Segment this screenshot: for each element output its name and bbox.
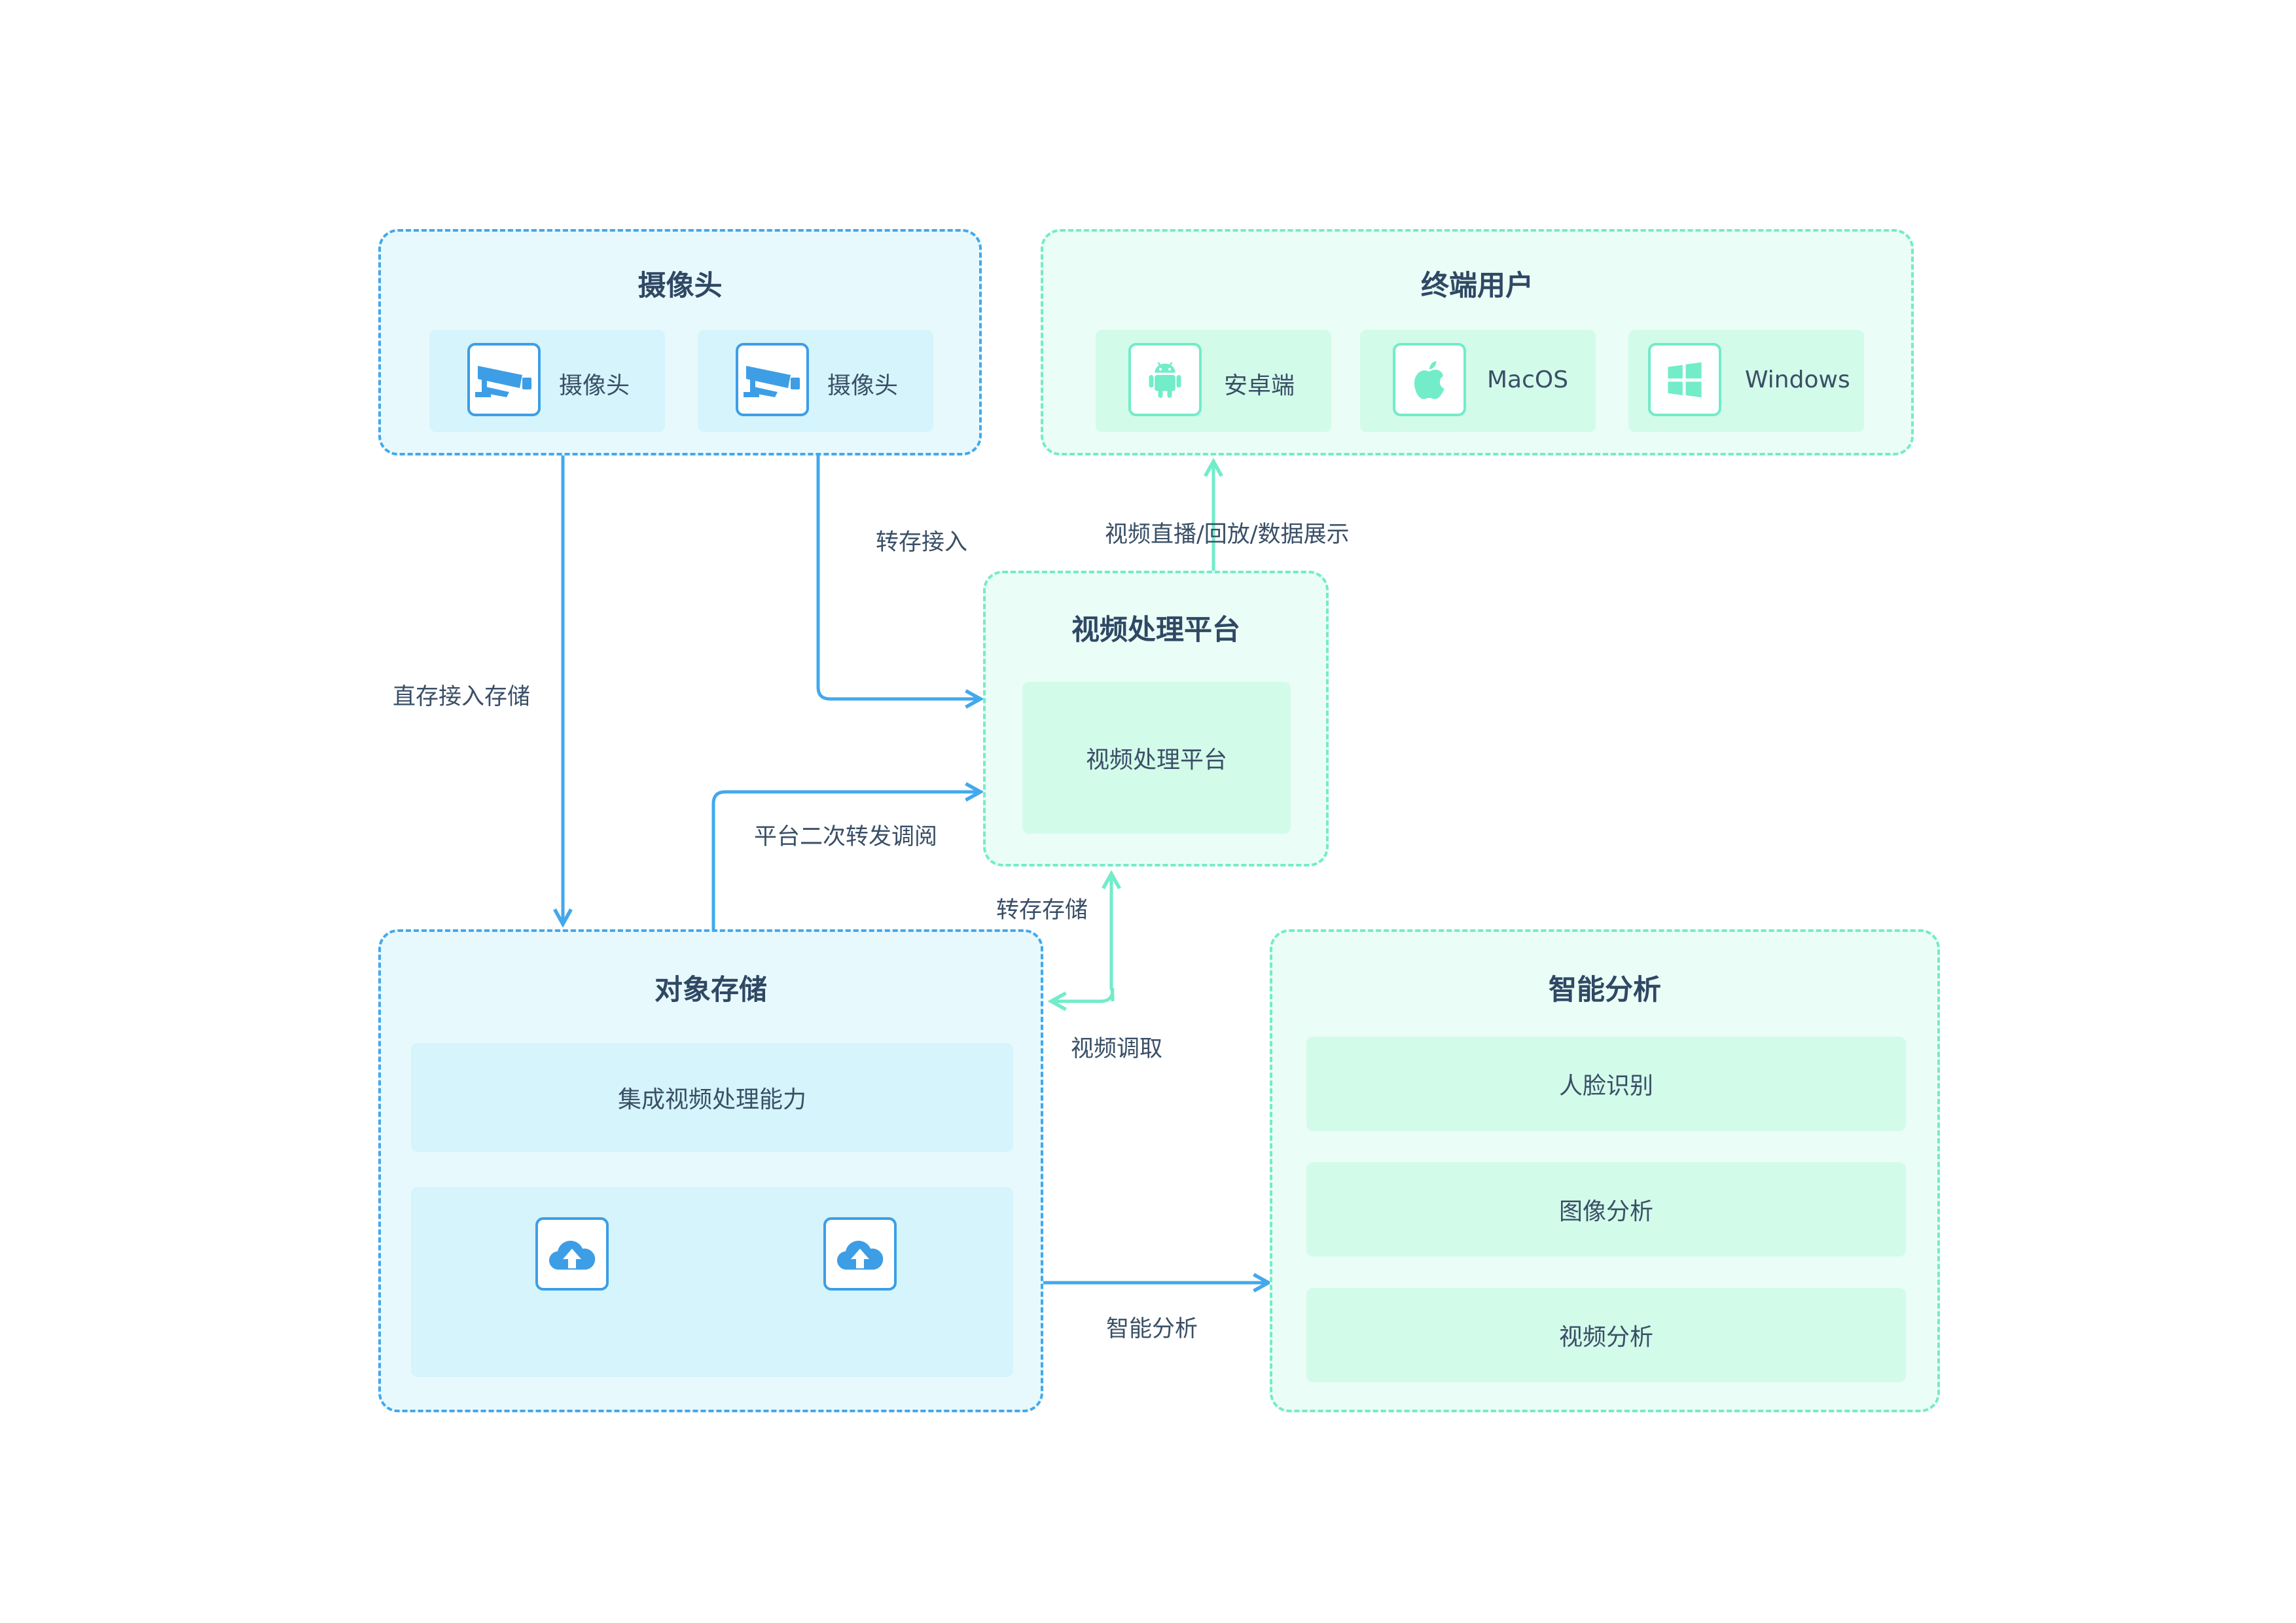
edge-transfer-store bbox=[1111, 874, 1113, 1002]
analysis-item-video[interactable]: 视频分析 bbox=[1306, 1288, 1906, 1382]
windows-icon bbox=[1648, 343, 1721, 416]
platform-inner-card[interactable]: 视频处理平台 bbox=[1022, 682, 1291, 834]
terminal-card-android-label: 安卓端 bbox=[1224, 372, 1295, 399]
edge-transfer-access bbox=[816, 429, 980, 699]
camera-card-2[interactable]: 摄像头 bbox=[698, 330, 933, 432]
cloud-upload-icon[interactable] bbox=[535, 1217, 609, 1291]
terminal-card-macos[interactable]: MacOS bbox=[1360, 330, 1596, 432]
terminal-card-windows[interactable]: Windows bbox=[1628, 330, 1864, 432]
storage-group: 对象存储 集成视频处理能力 bbox=[378, 929, 1043, 1412]
camera-group: 摄像头 摄像头 bbox=[378, 229, 982, 455]
edge-label-smart-analysis: 智能分析 bbox=[1106, 1316, 1198, 1342]
security-camera-icon bbox=[467, 343, 541, 416]
edge-label-direct-store: 直存接入存储 bbox=[393, 684, 531, 710]
storage-buckets-card bbox=[411, 1187, 1013, 1377]
edge-label-platform-forward: 平台二次转发调阅 bbox=[754, 824, 938, 850]
analysis-group: 智能分析 人脸识别 图像分析 视频分析 bbox=[1270, 929, 1940, 1412]
terminal-card-android[interactable]: 安卓端 bbox=[1096, 330, 1331, 432]
analysis-item-image[interactable]: 图像分析 bbox=[1306, 1162, 1906, 1257]
analysis-group-title: 智能分析 bbox=[1549, 974, 1661, 1007]
edge-label-live-playback: 视频直播/回放/数据展示 bbox=[1105, 522, 1350, 548]
android-icon bbox=[1128, 343, 1202, 416]
analysis-item-face[interactable]: 人脸识别 bbox=[1306, 1037, 1906, 1131]
terminal-card-windows-label: Windows bbox=[1745, 366, 1850, 393]
edge-video-fetch bbox=[1051, 988, 1115, 1001]
cloud-upload-icon[interactable] bbox=[823, 1217, 897, 1291]
platform-group: 视频处理平台 视频处理平台 bbox=[983, 571, 1329, 866]
camera-card-1[interactable]: 摄像头 bbox=[429, 330, 665, 432]
edge-platform-forward bbox=[711, 792, 980, 929]
terminal-card-macos-label: MacOS bbox=[1487, 366, 1569, 393]
storage-capability-card[interactable]: 集成视频处理能力 bbox=[411, 1043, 1013, 1152]
terminal-group: 终端用户 安卓端 bbox=[1041, 229, 1914, 455]
security-camera-icon bbox=[736, 343, 809, 416]
platform-group-title: 视频处理平台 bbox=[1071, 614, 1240, 647]
terminal-group-title: 终端用户 bbox=[1421, 270, 1534, 302]
storage-group-title: 对象存储 bbox=[655, 974, 767, 1007]
edge-label-video-fetch: 视频调取 bbox=[1071, 1036, 1163, 1062]
camera-group-title: 摄像头 bbox=[637, 270, 723, 302]
edge-label-transfer-access: 转存接入 bbox=[876, 529, 968, 556]
camera-card-1-label: 摄像头 bbox=[559, 372, 630, 399]
apple-icon bbox=[1393, 343, 1466, 416]
edge-label-transfer-store: 转存存储 bbox=[996, 897, 1088, 923]
camera-card-2-label: 摄像头 bbox=[827, 372, 899, 399]
